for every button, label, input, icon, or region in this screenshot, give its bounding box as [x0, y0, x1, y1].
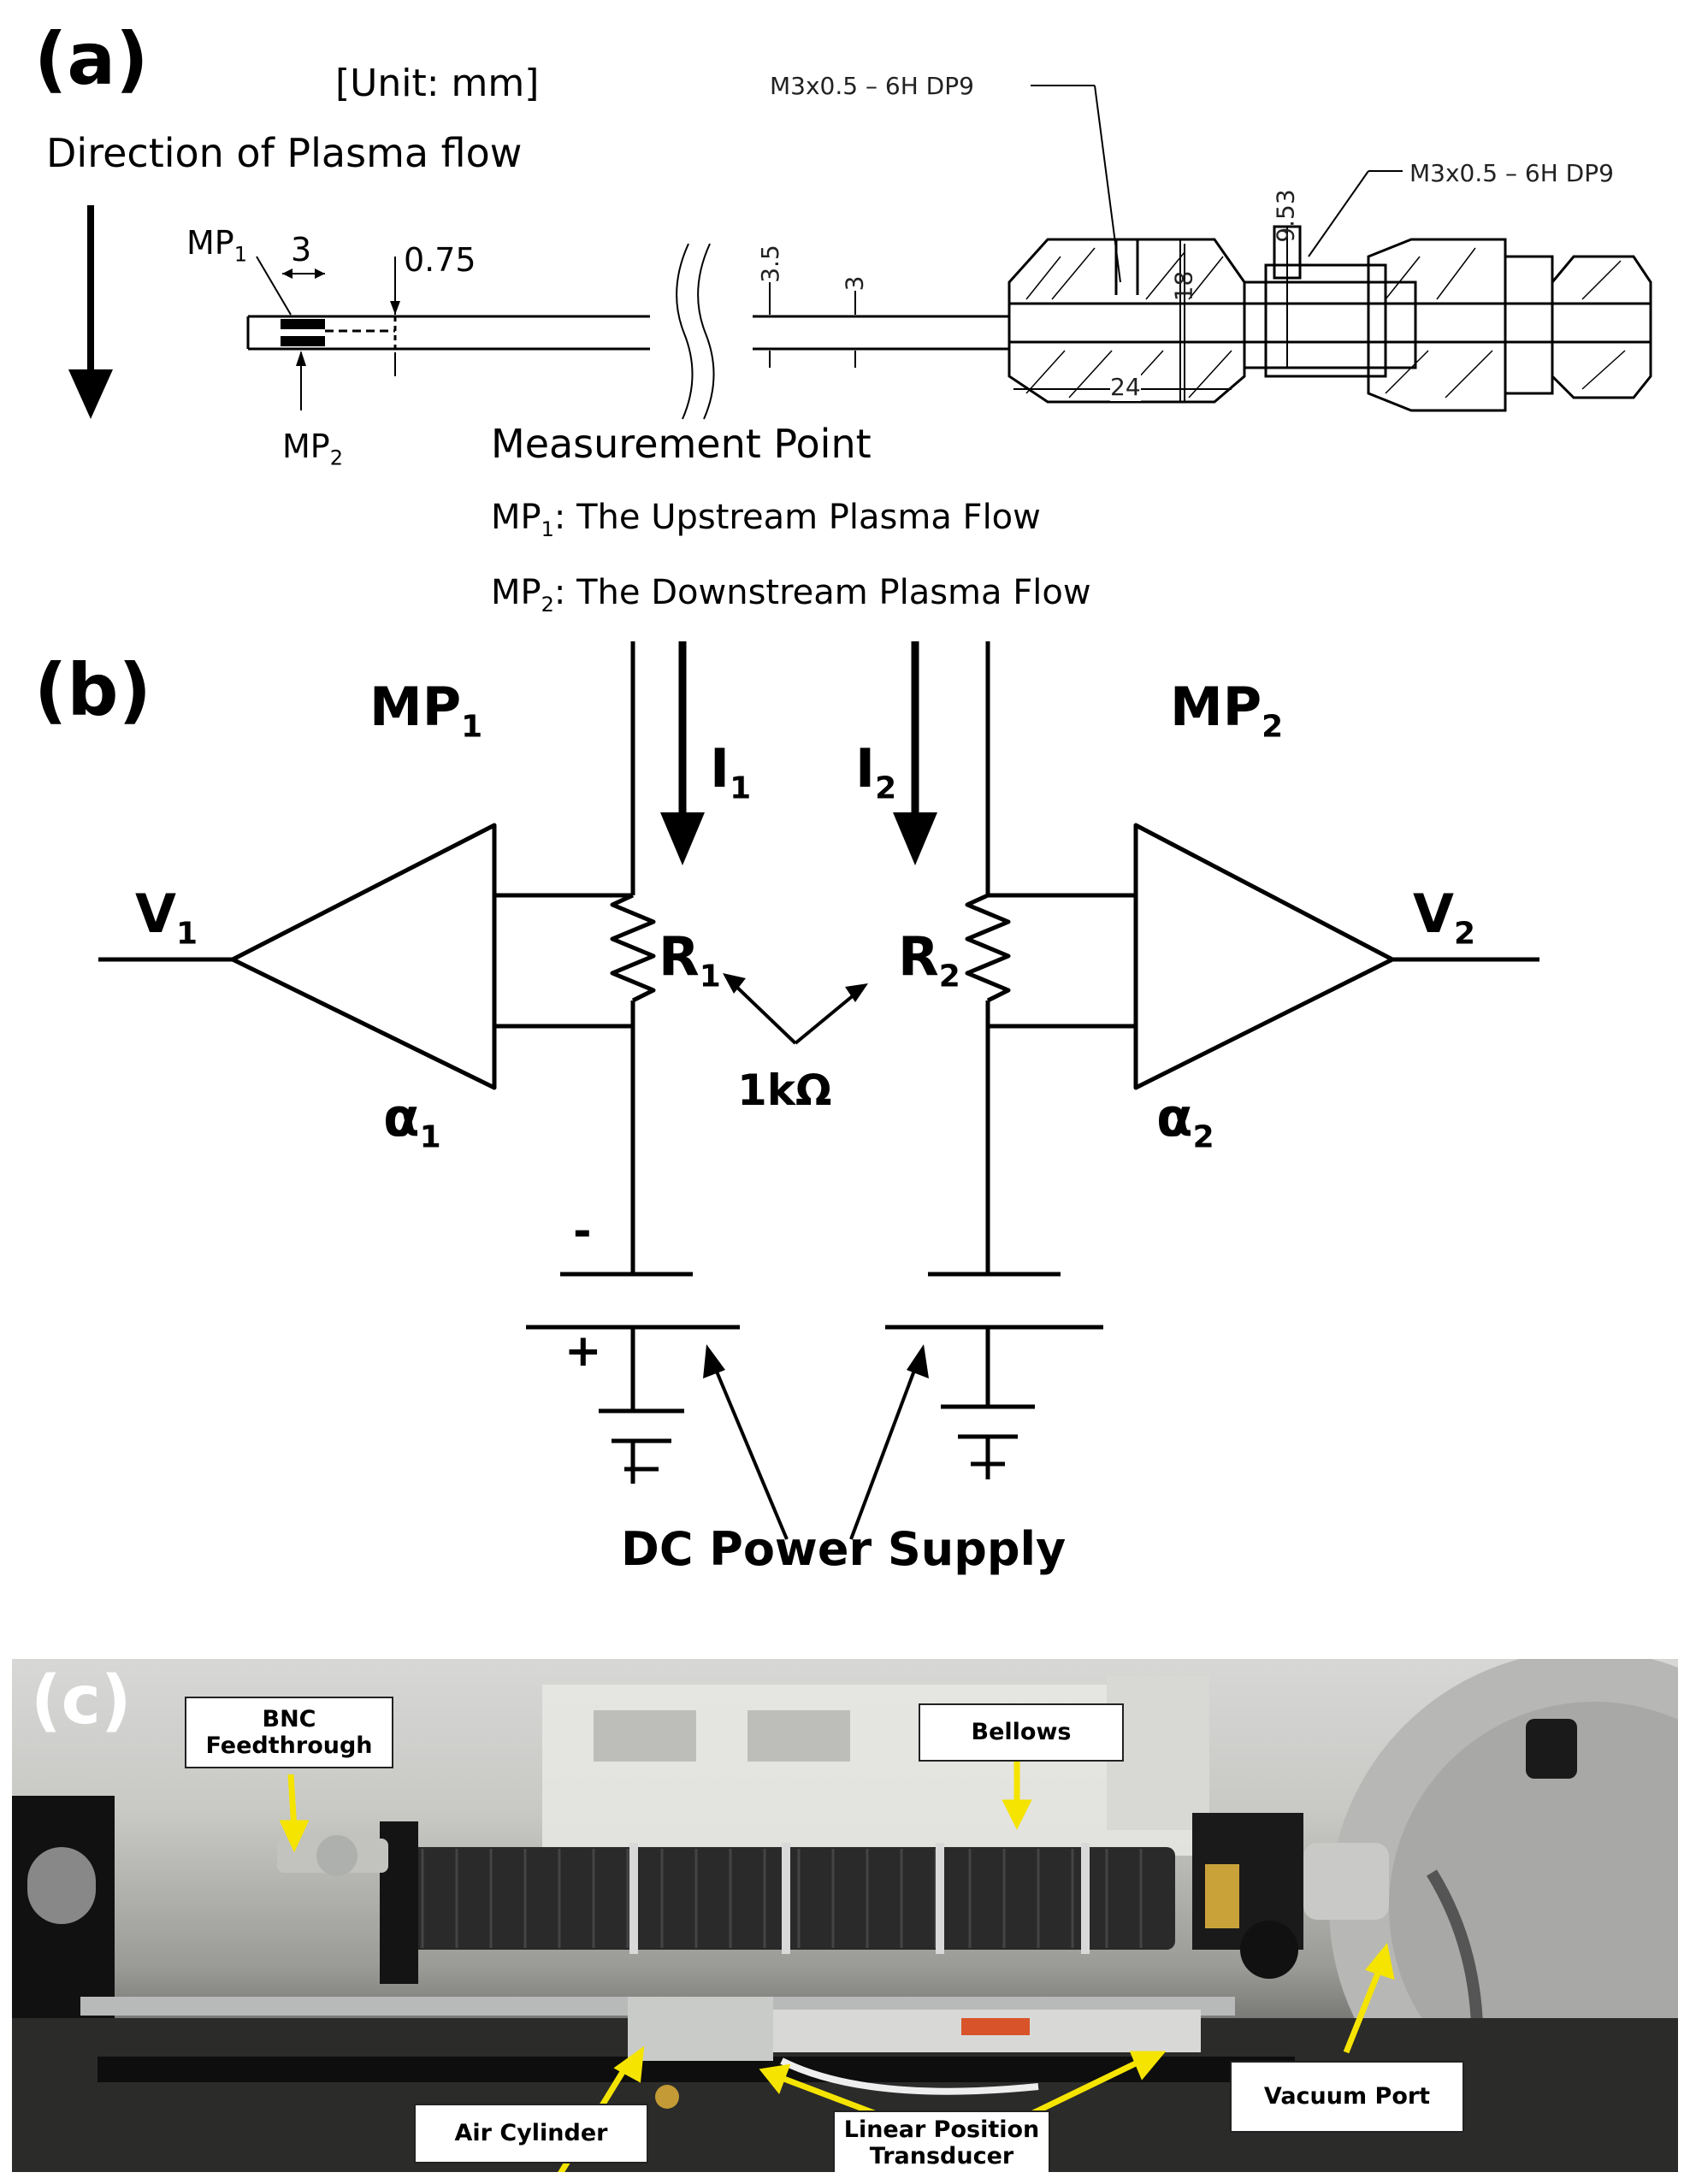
current-arrow-2 [893, 641, 937, 865]
probe-tip [246, 256, 650, 410]
b-mp2-label: MP2 [1170, 676, 1284, 745]
flow-arrow [68, 205, 113, 419]
amplifier-2 [1133, 823, 1395, 1090]
current-i1-label: I1 [710, 737, 752, 806]
bnc-feedthrough-label: BNC Feedthrough [185, 1697, 393, 1768]
battery-plus-label: + [564, 1325, 602, 1377]
mp2-label: MP2 [282, 428, 343, 470]
direction-label: Direction of Plasma flow [46, 130, 523, 176]
ground-right [941, 1404, 1035, 1479]
break-marks [676, 243, 715, 420]
panel-b-label: (b) [34, 648, 151, 732]
dc-power-supply-label: DC Power Supply [621, 1522, 1067, 1576]
panel-a-label: (a) [34, 17, 149, 101]
resistor-r2-label: R2 [898, 925, 960, 995]
circuit-diagram [98, 641, 1539, 1540]
voltage-v2-label: V2 [1413, 882, 1476, 952]
thread-label-1: M3x0.5 – 6H DP9 [770, 72, 974, 100]
linear-position-transducer-label: Linear Position Transducer [833, 2110, 1050, 2172]
dim-3b-label: 3 [840, 275, 869, 292]
resistor-r1-label: R1 [659, 925, 721, 995]
mp2-description: MP2: The Downstream Plasma Flow [491, 573, 1091, 617]
gain-alpha1-label: α1 [383, 1086, 441, 1155]
resistor-r1 [610, 893, 656, 1003]
dim-3-label: 3 [291, 231, 312, 269]
unit-label: [Unit: mm] [335, 62, 540, 105]
current-i2-label: I2 [855, 737, 897, 806]
dim-24-label: 24 [1110, 373, 1141, 401]
air-cylinder-label: Air Cylinder [414, 2104, 648, 2163]
bellows-label: Bellows [919, 1703, 1124, 1762]
b-mp1-label: MP1 [369, 676, 483, 745]
probe-body [753, 85, 1652, 412]
dim-075-label: 0.75 [404, 241, 476, 279]
amplifier-1 [230, 823, 497, 1090]
panel-c-label: (c) [31, 1662, 132, 1739]
ground-left [599, 1408, 684, 1484]
thread-label-2: M3x0.5 – 6H DP9 [1409, 159, 1614, 187]
resistance-value-label: 1kΩ [737, 1065, 832, 1115]
probe-drawing [68, 85, 1652, 420]
dim-18-label: 18 [1169, 270, 1198, 302]
resistor-r2 [965, 893, 1011, 1003]
current-arrow-1 [660, 641, 705, 865]
gain-alpha2-label: α2 [1156, 1086, 1214, 1155]
dim-35-label: 3.5 [755, 245, 784, 283]
voltage-v1-label: V1 [135, 882, 198, 952]
measurement-point-title: Measurement Point [491, 421, 872, 467]
vacuum-port-label: Vacuum Port [1230, 2061, 1464, 2133]
apparatus-photo: (c) BNC Feedthrough Bellows Air Cylinder… [12, 1659, 1678, 2172]
mp1-description: MP1: The Upstream Plasma Flow [491, 498, 1041, 541]
dim-953-label: 9.53 [1271, 189, 1300, 243]
battery-minus-label: - [573, 1206, 592, 1257]
mp1-label: MP1 [186, 224, 247, 267]
